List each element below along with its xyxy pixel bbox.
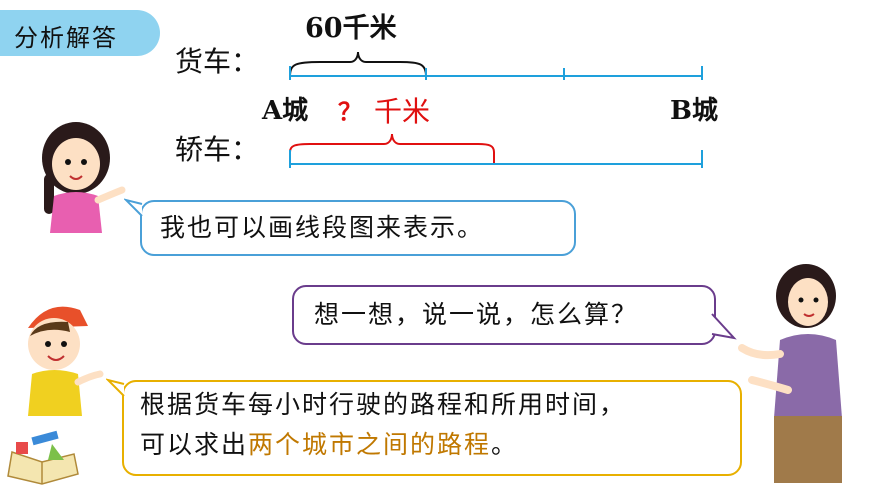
car-label: 轿车： — [175, 133, 260, 166]
section-title: 分析解答 — [14, 24, 118, 52]
school-supplies-icon — [7, 430, 79, 485]
boy-avatar — [28, 306, 104, 416]
boy-speech-line-1: 根据货车每小时行驶的路程和所用时间， — [140, 390, 627, 419]
city-a-label: A城 — [262, 96, 309, 126]
question-mark: ？ — [338, 97, 362, 126]
boy-speech-line-2: 可以求出两个城市之间的路程。 — [124, 422, 740, 468]
city-b-label: B城 — [670, 96, 718, 126]
boy-speech-line-2-prefix: 可以求出 — [140, 430, 249, 459]
truck-label: 货车： — [175, 45, 260, 78]
car-segment-brace — [289, 133, 495, 164]
section-tag: 分析解答 — [0, 10, 160, 56]
boy-speech-line-2-suffix: 。 — [491, 430, 519, 459]
boy-speech-highlight: 两个城市之间的路程 — [248, 430, 492, 459]
line-segment-diagram — [289, 51, 703, 168]
teacher-speech-text: 想一想，说一说，怎么算？ — [314, 300, 639, 329]
boy-bubble-tail — [106, 378, 125, 397]
teacher-speech-bubble: 想一想，说一说，怎么算？ — [292, 285, 716, 345]
truck-segment-brace — [289, 51, 427, 77]
teacher-bubble-tail — [711, 313, 737, 340]
girl-speech-bubble: 我也可以画线段图来表示。 — [140, 200, 576, 256]
girl-bubble-tail — [124, 198, 143, 217]
girl-speech-text: 我也可以画线段图来表示。 — [160, 213, 485, 242]
unknown-unit-label: 千米 — [374, 95, 431, 128]
boy-speech-bubble: 根据货车每小时行驶的路程和所用时间， 可以求出两个城市之间的路程。 — [122, 380, 742, 476]
segment-distance-label: 60千米 — [305, 13, 397, 44]
girl-avatar — [42, 122, 126, 233]
teacher-avatar — [738, 264, 842, 483]
